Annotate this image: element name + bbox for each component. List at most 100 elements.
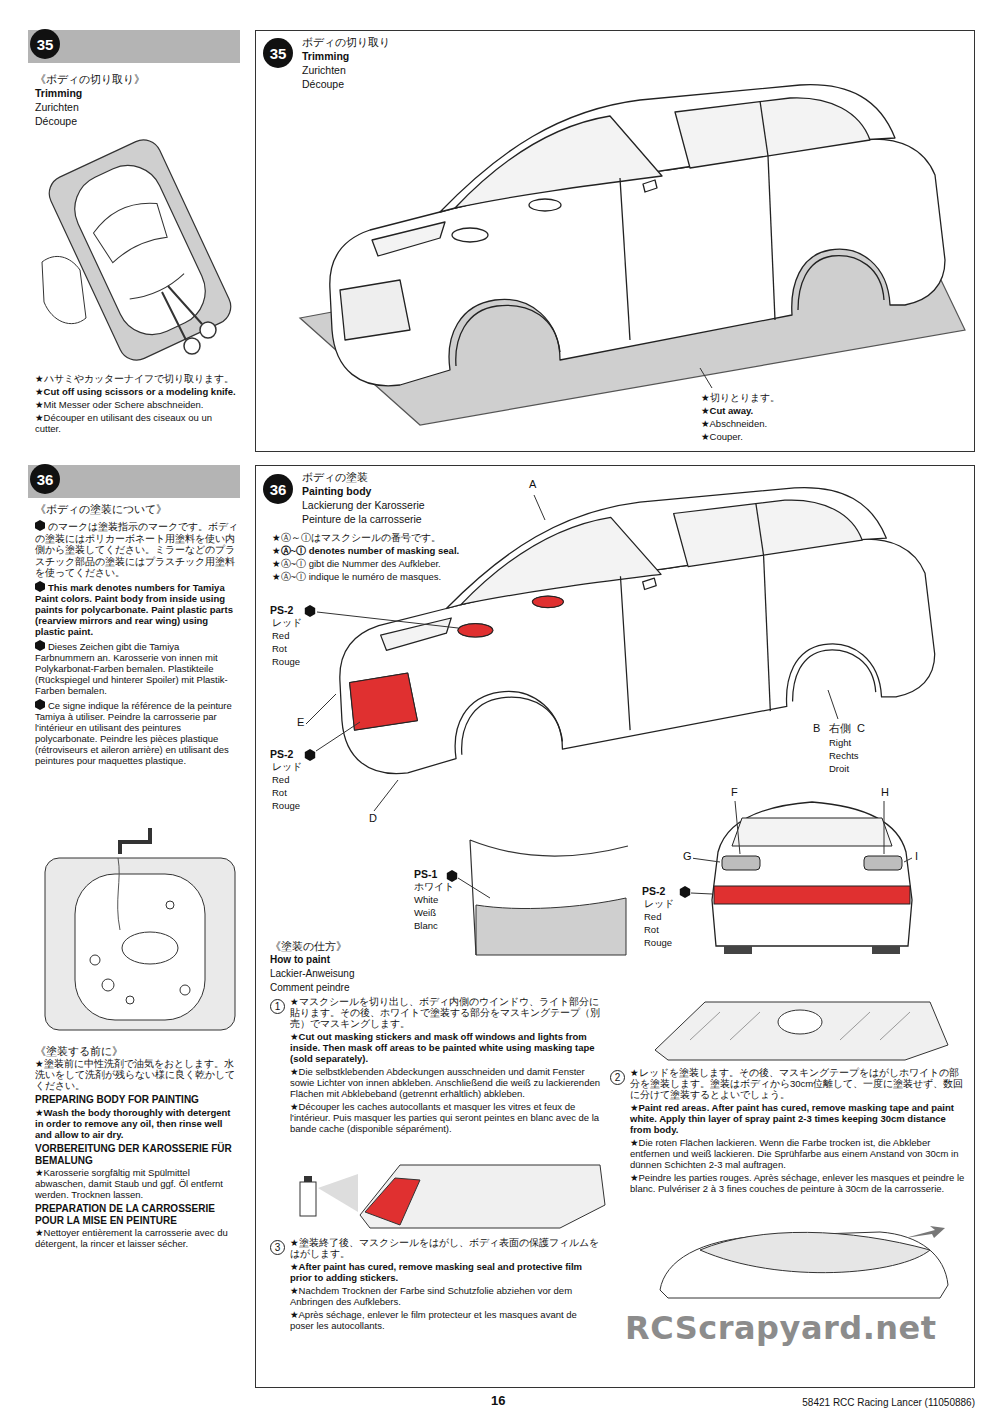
scissors-handle bbox=[200, 322, 216, 338]
note-text: ★塗装前に中性洗剤で油気をおとします。水洗いをして洗剤が残らない様に良く乾かして… bbox=[35, 1059, 240, 1092]
note-text: ★Ⓐ~Ⓘ denotes number of masking seal. bbox=[272, 546, 487, 557]
leader-line bbox=[691, 893, 712, 894]
section-heading: Trimming bbox=[35, 87, 82, 99]
step-number: 35 bbox=[263, 38, 293, 68]
scissors-handle bbox=[184, 338, 200, 354]
callout-letter: D bbox=[368, 812, 378, 825]
leader-line bbox=[316, 722, 360, 751]
section-heading: Comment peindre bbox=[270, 982, 349, 994]
note-text: ★Nettoyer entièrement la carrosserie ave… bbox=[35, 1228, 240, 1250]
car-illustration bbox=[330, 85, 945, 386]
step-number: 1 bbox=[270, 999, 285, 1014]
color-name: Rouge bbox=[272, 657, 300, 668]
section-heading: Découpe bbox=[35, 115, 77, 127]
step-title: ボディの塗装 bbox=[302, 471, 368, 483]
section-heading: PREPARING BODY FOR PAINTING bbox=[35, 1094, 240, 1106]
step-band: 36 bbox=[28, 465, 240, 498]
step-title: Peinture de la carrosserie bbox=[302, 513, 422, 525]
color-name: Rot bbox=[644, 925, 659, 936]
callout-letter: A bbox=[528, 478, 537, 491]
note-text: ★レッドを塗装します。その後、マスキングテープをはがしホワイトの部分を塗装します… bbox=[630, 1068, 968, 1101]
section-heading: 《ボディの切り取り》 bbox=[35, 73, 145, 85]
section-heading: VORBEREITUNG DER KAROSSERIE FÜR BEMALUNG bbox=[35, 1143, 240, 1166]
color-name: Red bbox=[644, 912, 661, 923]
hand bbox=[778, 1010, 822, 1034]
note-text: ★Découper les caches autocollants et mas… bbox=[290, 1102, 602, 1135]
red-area bbox=[365, 1178, 420, 1225]
color-name: Weiß bbox=[414, 908, 436, 919]
hand bbox=[122, 932, 178, 964]
lower-body bbox=[476, 898, 626, 955]
paint-mark bbox=[305, 605, 315, 617]
step-title: Zurichten bbox=[302, 64, 346, 76]
paint-code: PS-2 bbox=[270, 604, 293, 616]
faucet bbox=[120, 828, 150, 854]
red-area bbox=[532, 596, 563, 607]
body-shell bbox=[75, 874, 205, 1020]
callout-letter: G bbox=[682, 850, 693, 863]
section-heading: 《塗装する前に》 bbox=[35, 1045, 123, 1057]
spray-nozzle bbox=[304, 1176, 312, 1182]
red-area bbox=[350, 673, 418, 730]
leader-line bbox=[828, 690, 838, 719]
note-text: ★Cut off using scissors or a modeling kn… bbox=[35, 387, 240, 398]
callout-letter: I bbox=[914, 850, 919, 863]
note-text: のマークは塗装指示のマークです。ボディの塗装にはポリカーボネート用塗料を使い内側… bbox=[35, 520, 240, 579]
leader-line bbox=[884, 801, 885, 854]
side-name: Right bbox=[828, 738, 852, 749]
tail-light bbox=[864, 856, 902, 870]
note-text: ★Wash the body thoroughly with detergent… bbox=[35, 1108, 240, 1141]
color-name: レッド bbox=[644, 899, 674, 910]
note-text: ★Nachdem Trocknen der Farbe sind Schutzf… bbox=[290, 1286, 602, 1308]
color-name: ホワイト bbox=[414, 882, 454, 893]
section-heading: 《塗装の仕方》 bbox=[270, 940, 347, 952]
bubble bbox=[180, 985, 190, 995]
body-profile bbox=[470, 840, 628, 955]
body-shell bbox=[360, 1165, 605, 1228]
note-text: ★Paint red areas. After paint has cured,… bbox=[630, 1103, 968, 1136]
leader-line bbox=[317, 612, 458, 628]
paint-code: PS-2 bbox=[270, 748, 293, 760]
arrow bbox=[905, 1226, 945, 1238]
leader-line bbox=[534, 495, 545, 520]
note-text: ★Die selbstklebenden Abdeckungen ausschn… bbox=[290, 1067, 602, 1100]
tail-light bbox=[722, 856, 760, 870]
spray-mist bbox=[318, 1174, 358, 1212]
section-heading: 《ボディの塗装について》 bbox=[35, 503, 167, 515]
wheel bbox=[724, 946, 752, 954]
leader-line bbox=[735, 801, 740, 854]
scissors-blade bbox=[162, 286, 202, 340]
section-heading: How to paint bbox=[270, 954, 330, 966]
color-name: Red bbox=[272, 775, 289, 786]
paint-mark bbox=[305, 749, 315, 761]
side-name: Rechts bbox=[828, 751, 860, 762]
red-area bbox=[714, 886, 910, 904]
leader-line bbox=[691, 858, 720, 862]
bubble bbox=[166, 901, 174, 909]
step-number: 35 bbox=[30, 29, 60, 59]
leader-line bbox=[306, 694, 336, 724]
bubble bbox=[126, 996, 134, 1004]
paint-code: PS-1 bbox=[414, 868, 437, 880]
windshield bbox=[89, 194, 171, 264]
leader-line bbox=[374, 780, 398, 811]
rear-body bbox=[712, 802, 912, 946]
leader-line bbox=[700, 368, 712, 388]
note-text: ★マスクシールを切り出し、ボディ内側のウインドウ、ライト部分に貼ります。その後、… bbox=[290, 997, 602, 1030]
document-code: 58421 RCC Racing Lancer (11050886) bbox=[760, 1397, 975, 1409]
body-line bbox=[130, 274, 186, 304]
callout-letter: E bbox=[296, 716, 305, 729]
note-text: ★Cut away. bbox=[701, 406, 753, 417]
step-title: Painting body bbox=[302, 485, 371, 497]
step-number: 36 bbox=[30, 464, 60, 494]
note-text: ★切りとります。 bbox=[701, 393, 780, 404]
note-text: ★Cut out masking stickers and mask off w… bbox=[290, 1032, 602, 1065]
protective-film bbox=[700, 1232, 930, 1272]
note-text: ★Ⓐ~Ⓘ gibt die Nummer des Aufkleber. bbox=[272, 559, 487, 570]
paint-code: PS-2 bbox=[642, 885, 665, 897]
note-text: ★Couper. bbox=[701, 432, 743, 443]
step-title: ボディの切り取り bbox=[302, 36, 390, 48]
note-text: ★塗装終了後、マスクシールをはがし、ボディ表面の保護フィルムをはがします。 bbox=[290, 1238, 602, 1260]
bubble bbox=[90, 955, 100, 965]
color-name: Rot bbox=[272, 644, 287, 655]
